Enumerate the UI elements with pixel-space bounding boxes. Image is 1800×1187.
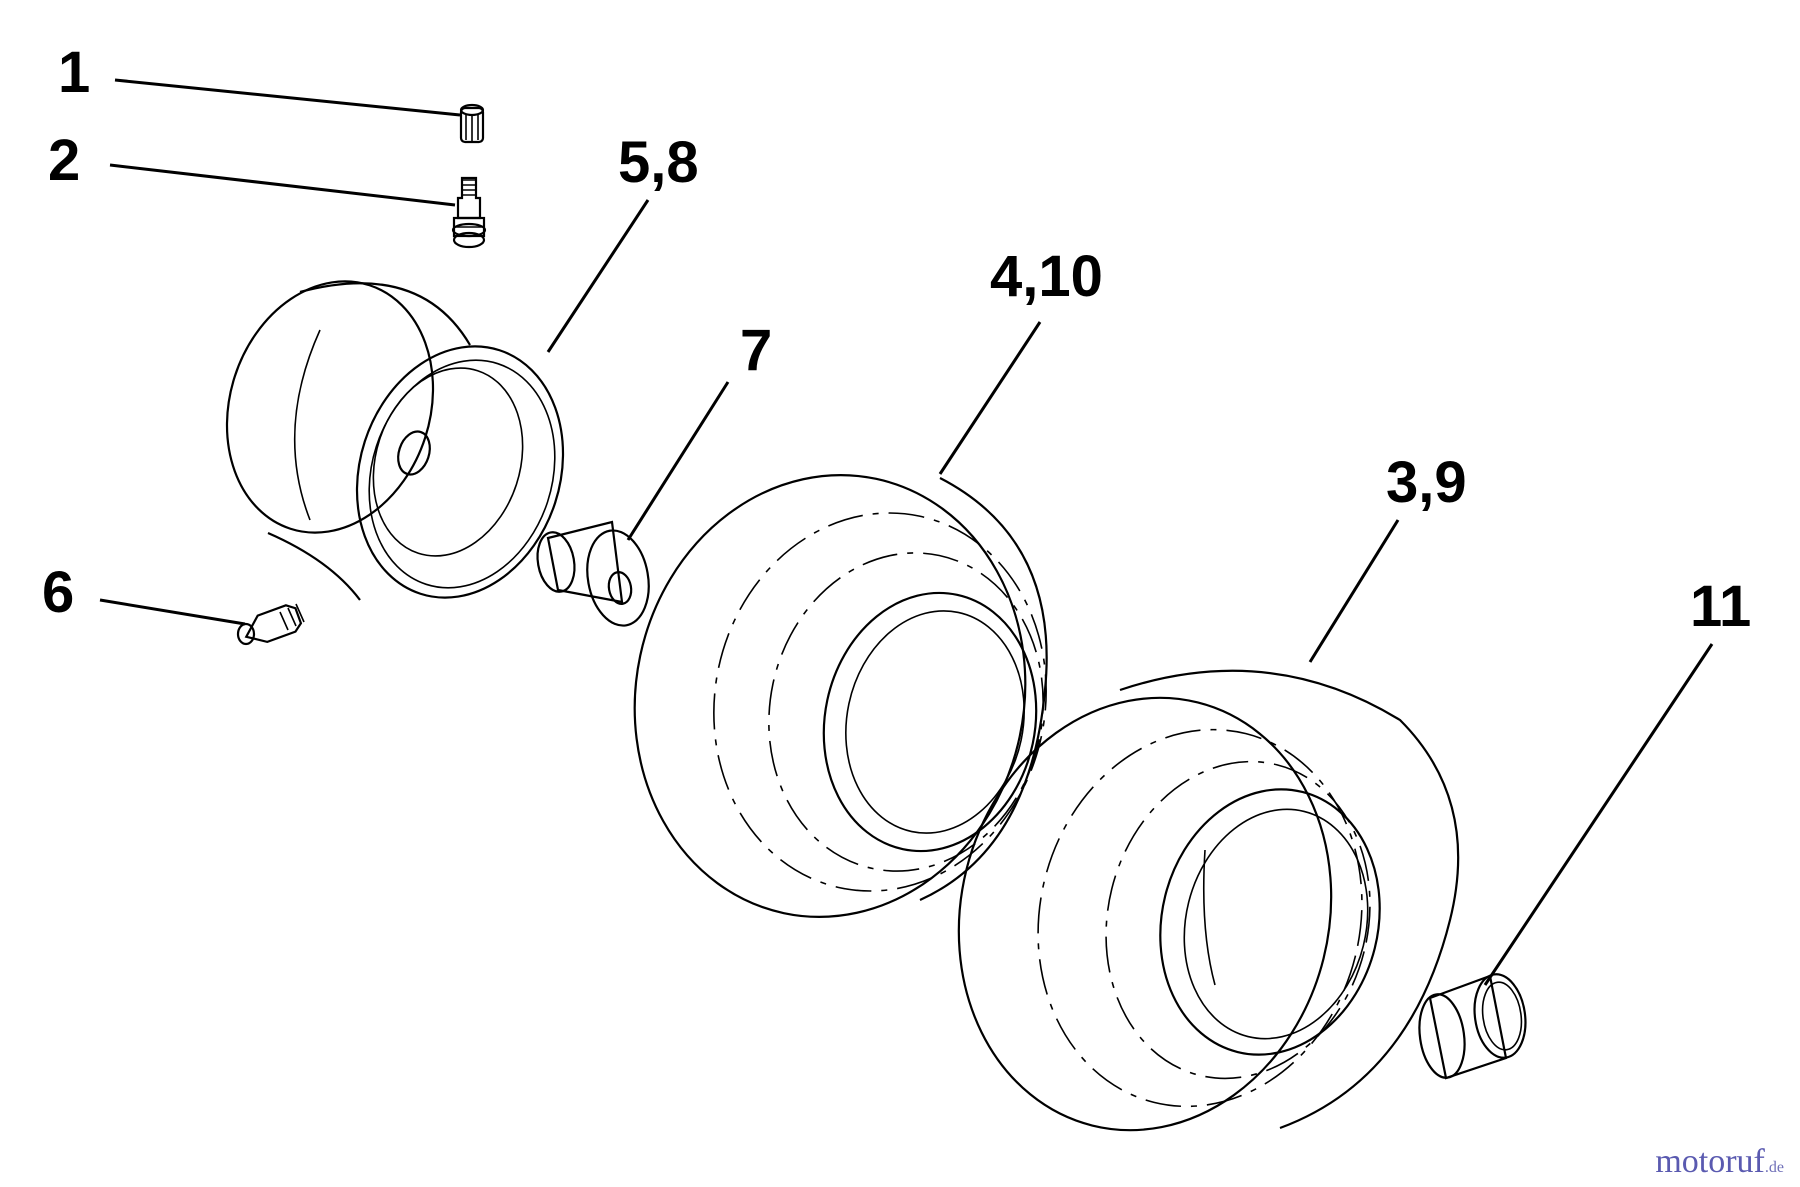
leader-5-8 — [546, 199, 650, 353]
leader-11 — [1483, 643, 1714, 986]
valve-cap-part — [459, 103, 485, 144]
leader-3-9 — [1308, 519, 1400, 663]
callout-7: 7 — [740, 318, 773, 383]
callout-4-10: 4,10 — [990, 244, 1103, 309]
watermark-logo: motoruf.de — [1655, 1143, 1784, 1181]
callout-6: 6 — [42, 560, 75, 625]
leader-7 — [626, 381, 730, 541]
leader-lines — [99, 78, 1714, 986]
rear-tire-part — [957, 669, 1460, 1132]
callout-1: 1 — [58, 40, 91, 105]
hub-cap-part — [1418, 973, 1527, 1080]
callout-5-8: 5,8 — [618, 130, 699, 195]
watermark-suffix: .de — [1764, 1159, 1784, 1176]
callout-2: 2 — [48, 128, 81, 193]
leader-2 — [109, 163, 456, 207]
valve-stem-part — [451, 176, 487, 249]
leader-4-10 — [938, 321, 1042, 475]
wheel-rim-part — [225, 280, 565, 601]
leader-6 — [99, 598, 246, 626]
leader-1 — [114, 78, 461, 117]
grease-fitting-part — [236, 603, 305, 646]
callout-11: 11 — [1690, 574, 1752, 639]
watermark-text: motoruf — [1655, 1143, 1765, 1180]
callout-3-9: 3,9 — [1386, 450, 1467, 515]
flange-bushing-part — [536, 520, 650, 627]
front-tire-part — [633, 474, 1048, 918]
